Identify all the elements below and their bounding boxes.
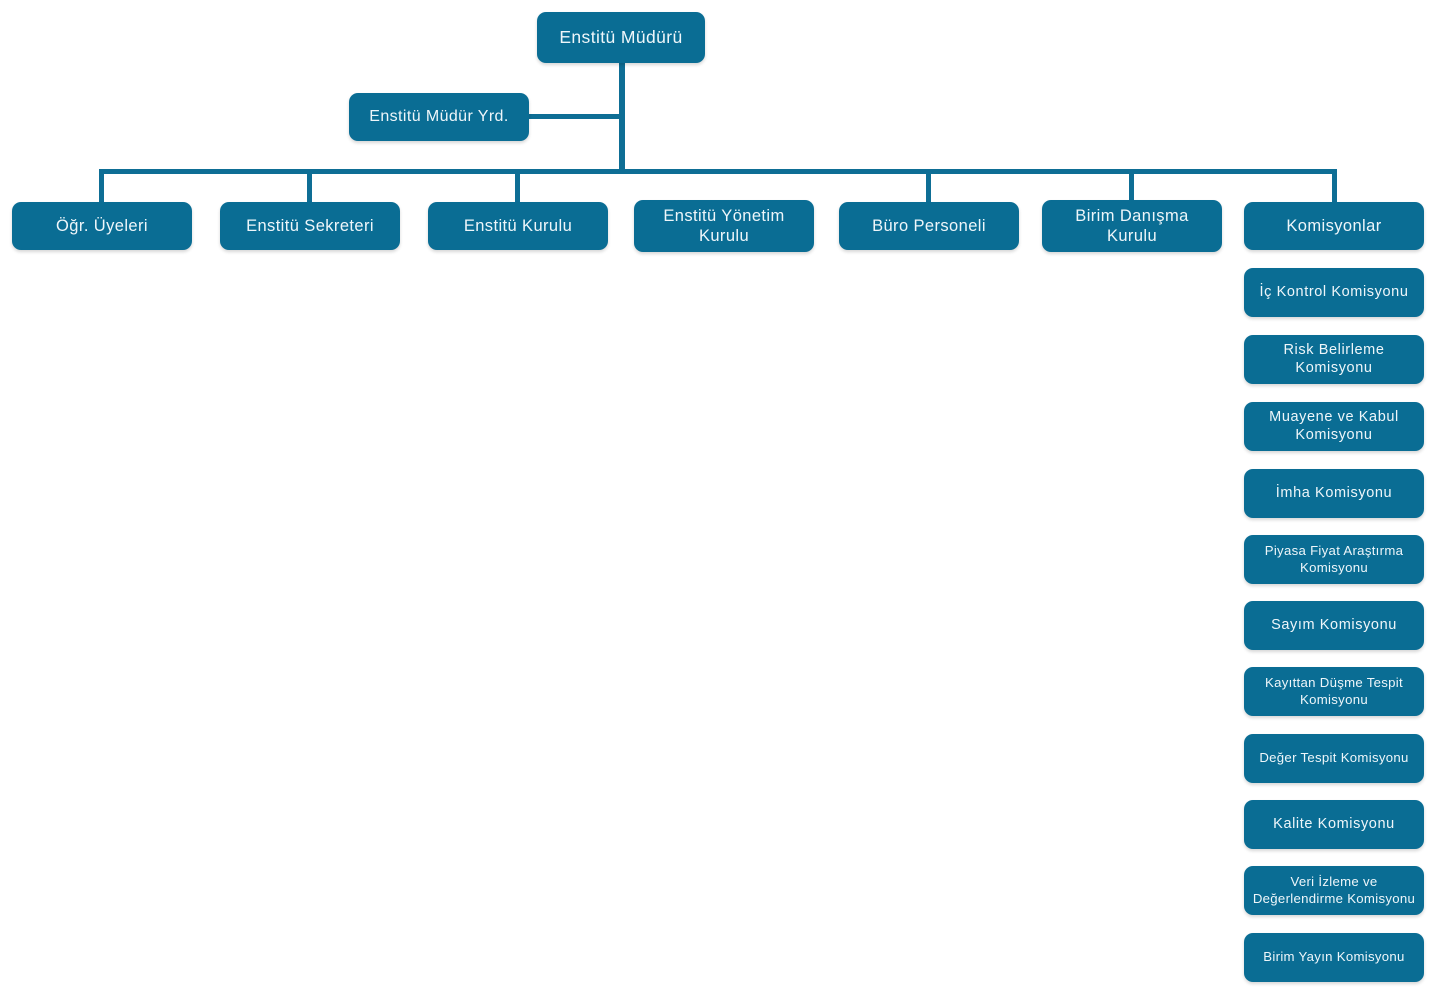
node-kalite-komisyonu[interactable]: Kalite Komisyonu bbox=[1244, 800, 1424, 849]
node-label: Birim Danışma Kurulu bbox=[1075, 206, 1189, 245]
node-label: İç Kontrol Komisyonu bbox=[1259, 283, 1409, 300]
node-birim-danisma-kurulu[interactable]: Birim Danışma Kurulu bbox=[1042, 200, 1222, 252]
node-enstitu-kurulu[interactable]: Enstitü Kurulu bbox=[428, 202, 608, 250]
node-label: Enstitü Yönetim Kurulu bbox=[663, 206, 785, 245]
node-label: Sayım Komisyonu bbox=[1271, 616, 1397, 633]
node-ic-kontrol-komisyonu[interactable]: İç Kontrol Komisyonu bbox=[1244, 268, 1424, 317]
node-label: İmha Komisyonu bbox=[1275, 484, 1393, 501]
node-piyasa-fiyat-arastirma-komisyonu[interactable]: Piyasa Fiyat Araştırma Komisyonu bbox=[1244, 535, 1424, 584]
node-kayittan-dusme-tespit-komisyonu[interactable]: Kayıttan Düşme Tespit Komisyonu bbox=[1244, 667, 1424, 716]
node-veri-izleme-ve-degerlendirme-komisyonu[interactable]: Veri İzleme ve Değerlendirme Komisyonu bbox=[1244, 866, 1424, 915]
node-label: Enstitü Kurulu bbox=[463, 216, 573, 235]
node-label: Enstitü Müdür Yrd. bbox=[369, 108, 509, 126]
node-label: Piyasa Fiyat Araştırma Komisyonu bbox=[1264, 543, 1404, 575]
node-label: Risk Belirleme Komisyonu bbox=[1283, 341, 1385, 376]
node-label: Enstitü Sekreteri bbox=[246, 216, 374, 235]
node-label: Değer Tespit Komisyonu bbox=[1259, 750, 1409, 766]
node-label: Muayene ve Kabul Komisyonu bbox=[1269, 408, 1399, 443]
node-birim-yayin-komisyonu[interactable]: Birim Yayın Komisyonu bbox=[1244, 933, 1424, 982]
node-komisyonlar[interactable]: Komisyonlar bbox=[1244, 202, 1424, 250]
node-muayene-ve-kabul-komisyonu[interactable]: Muayene ve Kabul Komisyonu bbox=[1244, 402, 1424, 451]
node-label: Öğr. Üyeleri bbox=[56, 216, 148, 235]
node-sayim-komisyonu[interactable]: Sayım Komisyonu bbox=[1244, 601, 1424, 650]
node-enstitu-sekreteri[interactable]: Enstitü Sekreteri bbox=[220, 202, 400, 250]
node-enstitu-muduru[interactable]: Enstitü Müdürü bbox=[537, 12, 705, 63]
node-label: Kayıttan Düşme Tespit Komisyonu bbox=[1265, 675, 1403, 707]
node-label: Enstitü Müdürü bbox=[559, 26, 683, 47]
node-label: Birim Yayın Komisyonu bbox=[1263, 949, 1405, 965]
node-ogr-uyeleri[interactable]: Öğr. Üyeleri bbox=[12, 202, 192, 250]
node-enstitu-yonetim-kurulu[interactable]: Enstitü Yönetim Kurulu bbox=[634, 200, 814, 252]
node-buro-personeli[interactable]: Büro Personeli bbox=[839, 202, 1019, 250]
node-enstitu-mudur-yrd[interactable]: Enstitü Müdür Yrd. bbox=[349, 93, 529, 141]
node-label: Kalite Komisyonu bbox=[1273, 815, 1395, 832]
node-deger-tespit-komisyonu[interactable]: Değer Tespit Komisyonu bbox=[1244, 734, 1424, 783]
node-label: Komisyonlar bbox=[1286, 216, 1382, 235]
node-risk-belirleme-komisyonu[interactable]: Risk Belirleme Komisyonu bbox=[1244, 335, 1424, 384]
node-imha-komisyonu[interactable]: İmha Komisyonu bbox=[1244, 469, 1424, 518]
node-label: Veri İzleme ve Değerlendirme Komisyonu bbox=[1252, 874, 1416, 906]
node-label: Büro Personeli bbox=[872, 216, 986, 235]
